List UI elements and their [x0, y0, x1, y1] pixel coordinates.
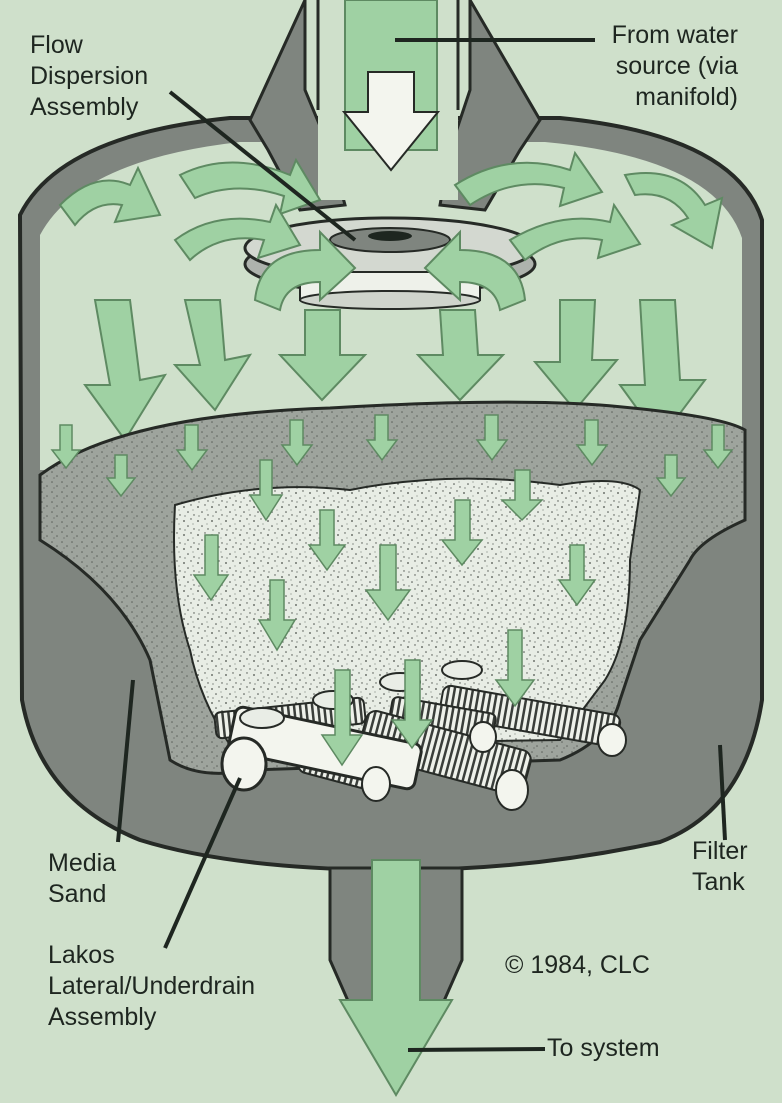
label-line: Filter: [692, 836, 748, 867]
copyright-notice: © 1984, CLC: [505, 950, 650, 981]
label-line: Lakos: [48, 940, 255, 971]
inlet-flow-arrow: [344, 0, 438, 170]
label-line: Lateral/Underdrain: [48, 971, 255, 1002]
label-to-system: To system: [547, 1033, 660, 1064]
label-line: Media: [48, 848, 116, 879]
label-media-sand: Media Sand: [48, 848, 116, 910]
label-flow-dispersion-assembly: Flow Dispersion Assembly: [30, 30, 148, 123]
label-lakos-lateral-underdrain: Lakos Lateral/Underdrain Assembly: [48, 940, 255, 1033]
label-line: source (via: [612, 51, 738, 82]
label-line: Dispersion: [30, 61, 148, 92]
label-from-water-source: From water source (via manifold): [612, 20, 738, 113]
label-filter-tank: Filter Tank: [692, 836, 748, 898]
label-line: Flow: [30, 30, 148, 61]
outlet-pipe: [330, 860, 462, 1095]
label-line: Assembly: [30, 92, 148, 123]
label-line: Sand: [48, 879, 116, 910]
label-line: From water: [612, 20, 738, 51]
label-line: Assembly: [48, 1002, 255, 1033]
label-line: manifold): [612, 82, 738, 113]
label-line: Tank: [692, 867, 748, 898]
